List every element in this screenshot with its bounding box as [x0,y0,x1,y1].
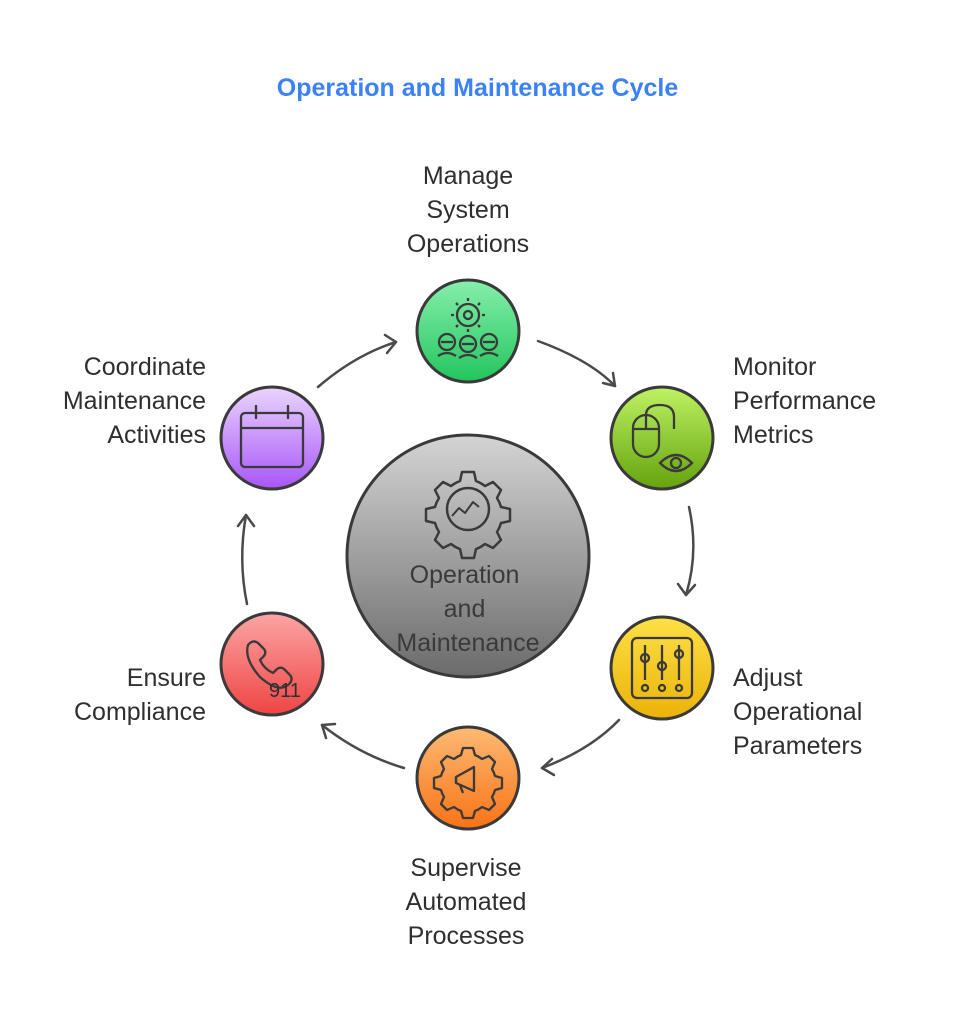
arrow-3-to-4 [540,718,621,777]
label-line: Operational [733,698,863,726]
arrow-5-to-6 [236,513,256,606]
phone-911-text: 911 [269,680,301,702]
label-line: Performance [733,387,877,415]
mouse-eye-icon [631,403,694,473]
node-manage-system-operations [415,278,521,384]
calendar-icon [239,405,305,469]
node-supervise-automated-processes [415,725,521,831]
arrow-2-to-3 [676,505,697,597]
label-line: Ensure [126,664,206,692]
label-line: System [426,196,510,224]
hub-label: Operation and Maintenance [396,561,539,657]
arrow-6-to-1 [316,333,398,389]
label-line: Adjust [733,664,803,692]
node-monitor-performance-metrics [609,385,715,491]
sliders-icon [630,636,694,700]
label-coordinate-maintenance-activities: Coordinate Maintenance Activities [0,350,206,452]
node-ensure-compliance: 911 [219,611,325,717]
arrow-1-to-2 [536,339,617,388]
hub-circle [345,433,591,679]
label-manage-system-operations: Manage System Operations [368,159,568,261]
label-line: Operations [406,230,530,258]
gear-chart-icon [424,470,512,560]
label-ensure-compliance: Ensure Compliance [0,661,206,729]
label-line: Monitor [733,353,817,381]
label-monitor-performance-metrics: Monitor Performance Metrics [733,350,943,452]
label-line: Compliance [73,698,206,726]
label-line: Automated [405,888,527,916]
label-line: Parameters [733,732,863,760]
label-line: Coordinate [83,353,206,381]
arrow-4-to-5 [320,722,406,770]
node-coordinate-maintenance-activities [219,385,325,491]
cycle-arrows [236,333,697,777]
label-line: Metrics [733,421,814,449]
label-line: Manage [422,162,514,190]
gear-megaphone-icon [432,746,504,820]
gear-people-icon [437,298,499,359]
label-supervise-automated-processes: Supervise Automated Processes [366,851,566,953]
phone-911-icon: 911 [246,640,301,702]
label-adjust-operational-parameters: Adjust Operational Parameters [733,661,943,763]
label-line: Supervise [410,854,522,882]
label-line: Processes [407,922,525,950]
label-line: Activities [107,421,206,449]
diagram-title: Operation and Maintenance Cycle [276,74,679,102]
node-adjust-operational-parameters [609,615,715,721]
label-line: Maintenance [62,387,206,415]
